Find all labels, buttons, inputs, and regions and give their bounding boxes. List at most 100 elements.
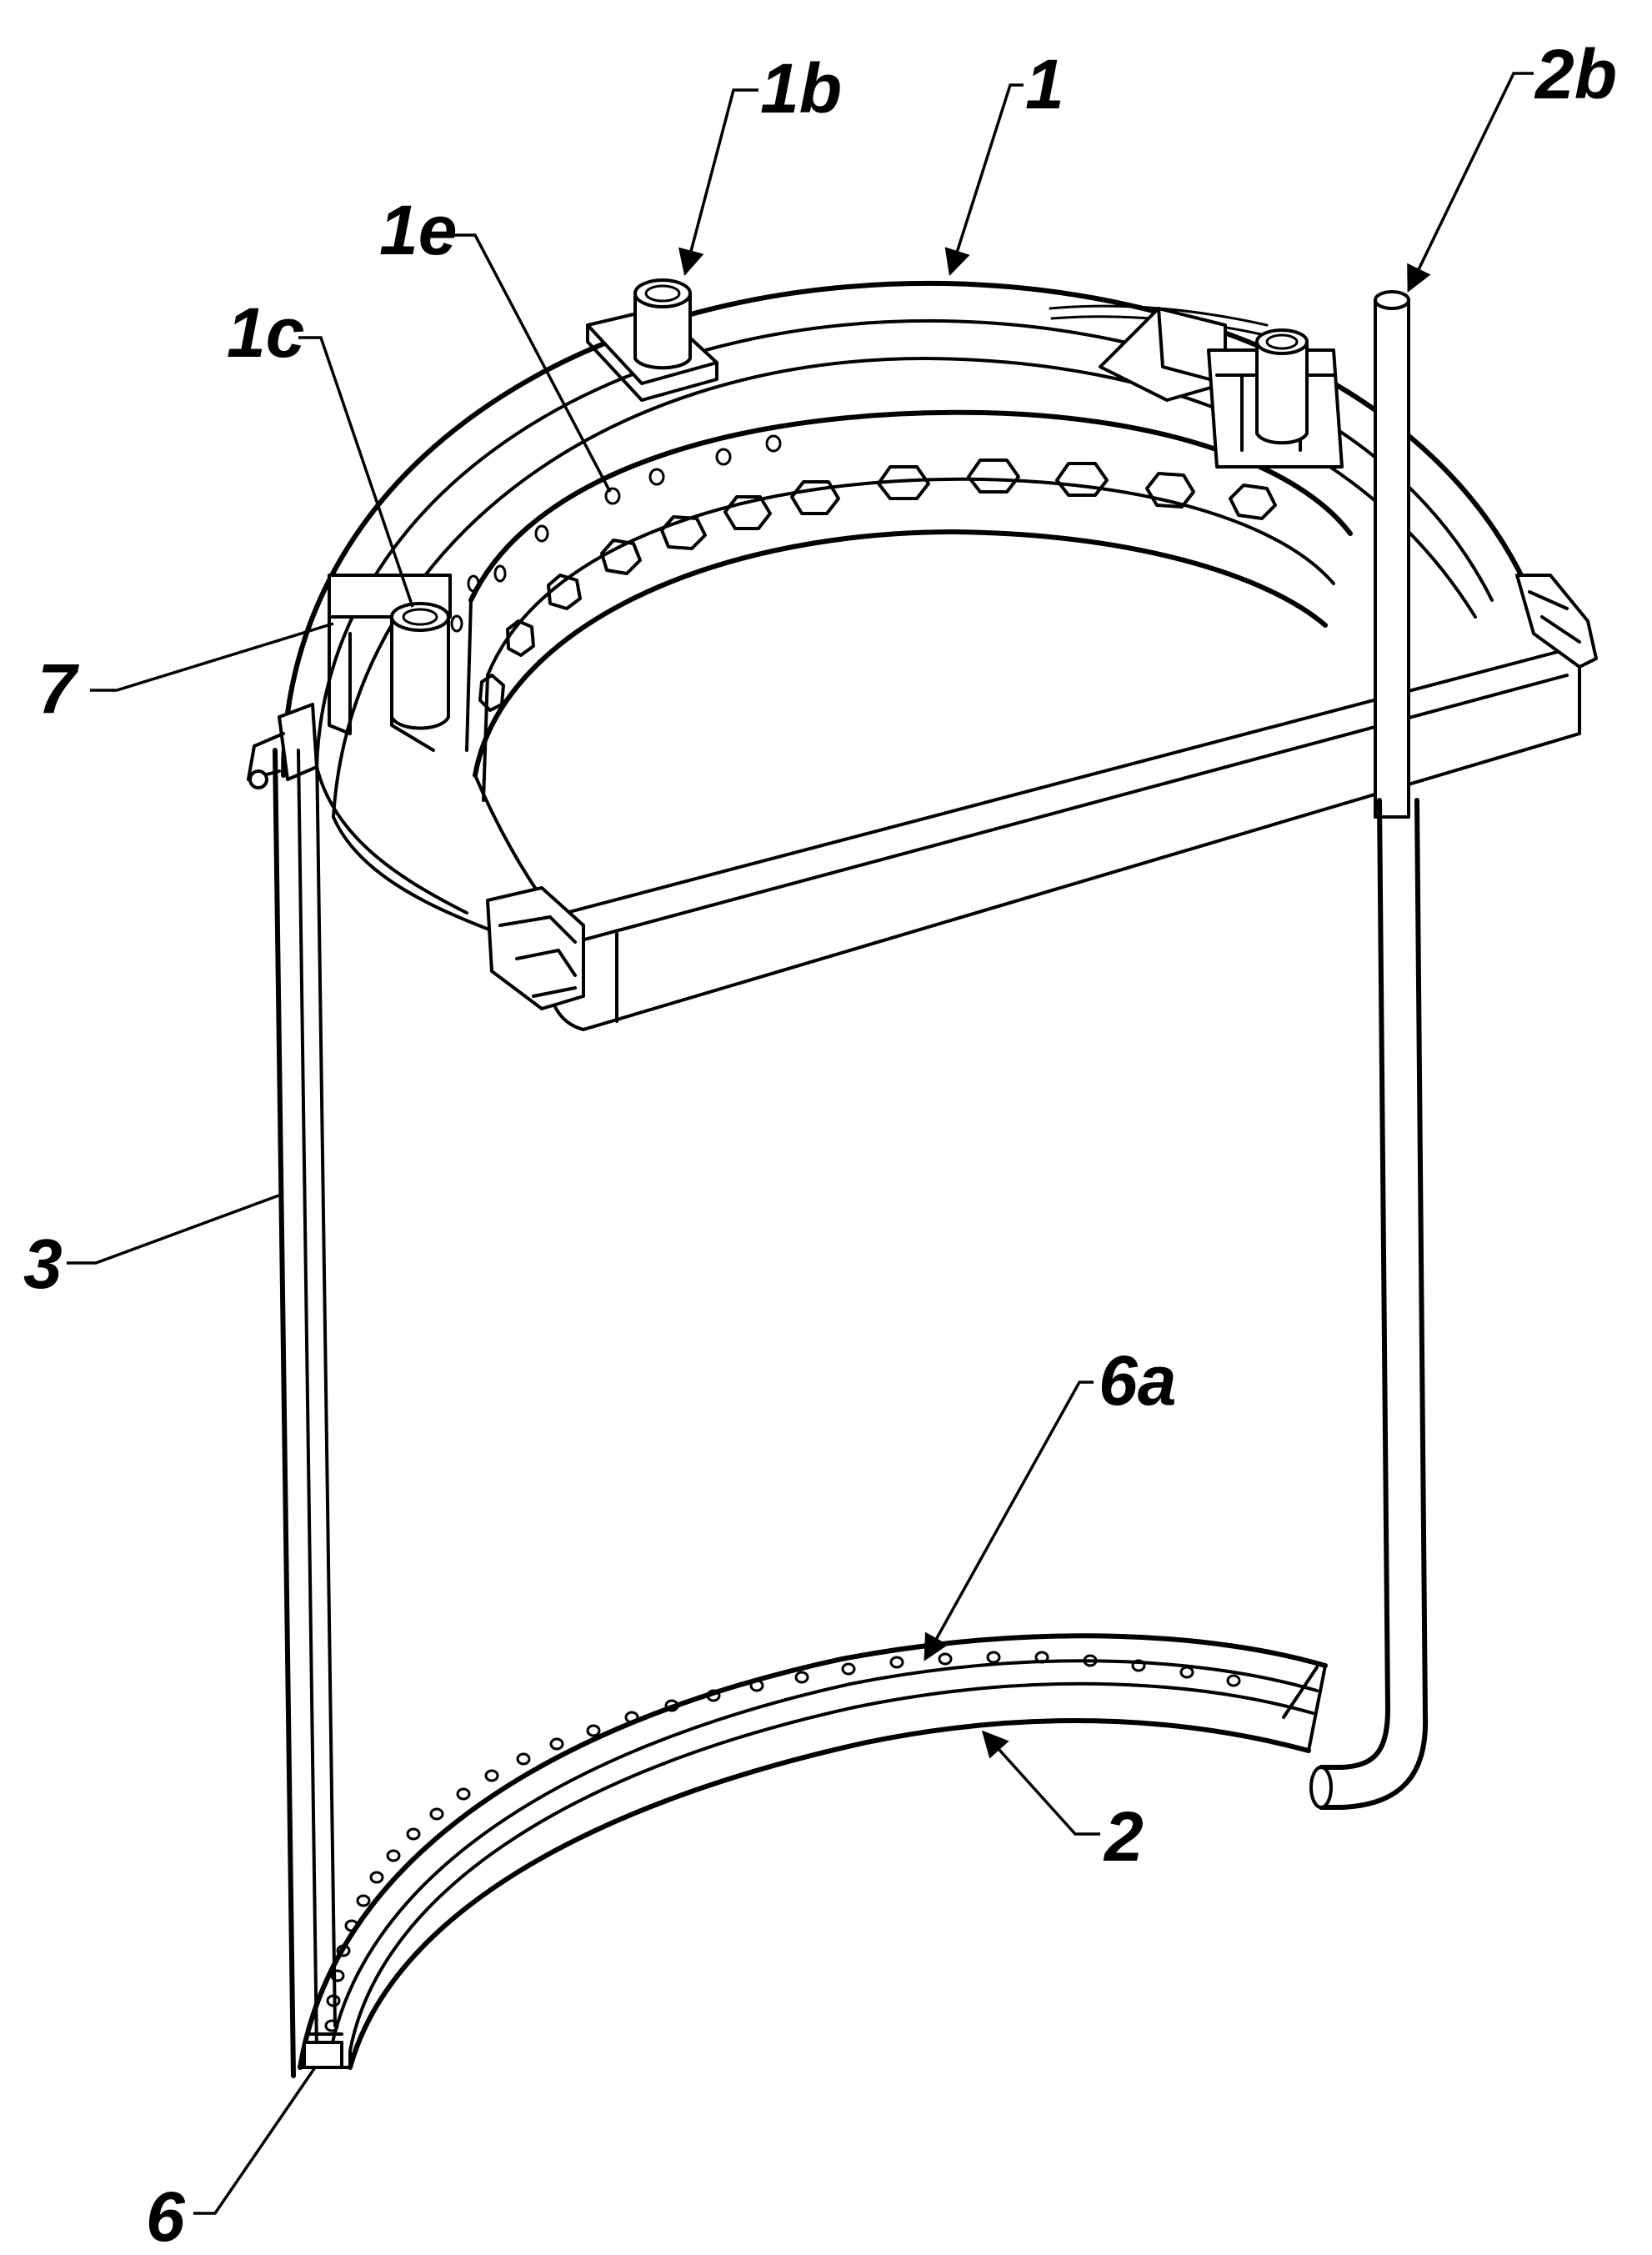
chin-hole <box>586 1724 601 1737</box>
chin-hole <box>484 1769 499 1782</box>
post-1b-top <box>633 278 692 308</box>
round-hole <box>534 524 549 543</box>
left-buckle-detail <box>498 915 577 998</box>
front-strap <box>548 644 1581 1031</box>
leader-1b <box>678 88 758 277</box>
round-hole <box>604 487 621 505</box>
post-1c-top <box>390 602 450 632</box>
round-hole <box>450 614 463 633</box>
right-buckle <box>1515 574 1598 669</box>
left-buckle-body <box>486 886 585 1010</box>
inner-band-mid-edge <box>486 477 1335 677</box>
chin-hole <box>386 1849 401 1862</box>
post-1c-top-inner <box>402 608 438 626</box>
chin-hole <box>749 1679 764 1692</box>
label-1b: 1b <box>760 49 842 128</box>
leader-1c <box>298 336 414 608</box>
chin-hole <box>1226 1674 1241 1687</box>
post-1b-base-side <box>586 323 718 402</box>
leader-2b <box>1407 72 1534 293</box>
rear-post-top <box>1255 328 1309 355</box>
right-rod-lower-left <box>1377 798 1390 1711</box>
chin-hole <box>456 1787 471 1801</box>
right-rod <box>1309 290 1429 1810</box>
leader-lines <box>67 72 1534 2215</box>
hex-hole <box>877 465 930 500</box>
chin-hole <box>549 1737 564 1751</box>
hex-hole <box>1229 484 1277 520</box>
post-1c-cylinder <box>390 615 450 730</box>
hex-hole <box>790 480 840 515</box>
hex-hole <box>478 674 505 712</box>
chin-hole <box>324 2019 339 2032</box>
reference-labels: 1b 1 2b 1e 1c 7 3 6a 2 6 <box>23 35 1617 2255</box>
right-rod-lower-right <box>1414 798 1428 1720</box>
outer-rim-left-down <box>315 765 502 935</box>
label-1c: 1c <box>227 293 304 372</box>
chin-hole <box>326 1994 341 2007</box>
rear-block-edge <box>1157 307 1227 385</box>
side-clamp-pin <box>248 769 268 789</box>
rear-post <box>1255 328 1309 445</box>
outer-rim-inner-edge <box>315 318 1494 769</box>
hex-hole <box>506 619 535 657</box>
post-1b-top-inner <box>644 284 681 303</box>
chin-hole <box>706 1689 721 1702</box>
inner-band-bottom-edge <box>473 529 1328 778</box>
chin-guard-foot <box>303 2041 343 2069</box>
chin-hole <box>330 1969 345 1982</box>
chin-hole <box>624 1711 639 1724</box>
hex-hole <box>547 574 582 610</box>
headband-assembly <box>281 278 1598 1031</box>
chin-hole <box>1034 1651 1049 1664</box>
leader-3 <box>67 1192 284 1265</box>
left-rod <box>273 748 337 2078</box>
right-rod-end <box>1309 1766 1333 1809</box>
side-clamp <box>247 703 318 789</box>
round-hole <box>493 564 507 583</box>
leader-6 <box>193 2067 317 2215</box>
right-rod-top <box>1374 298 1410 819</box>
post-1b <box>586 278 718 402</box>
chin-hole <box>986 1651 1001 1664</box>
chin-hole <box>516 1752 531 1766</box>
right-buckle-body <box>1515 574 1598 669</box>
chin-hole <box>356 1894 371 1907</box>
hex-hole <box>660 515 707 550</box>
round-hole <box>765 434 782 453</box>
rear-post-top-inner <box>1265 333 1299 350</box>
chin-guard-lower-edge <box>348 1717 1311 2070</box>
round-hole <box>715 448 732 466</box>
leader-6a <box>924 1381 1094 1661</box>
chin-hole <box>1131 1659 1146 1672</box>
label-2: 2 <box>1103 1797 1144 1876</box>
right-rod-cap <box>1374 290 1410 310</box>
hex-hole <box>967 459 1020 494</box>
label-1e: 1e <box>379 191 457 269</box>
left-rod-outer <box>273 748 296 2078</box>
right-buckle-detail <box>1528 590 1581 644</box>
hex-hole <box>1145 472 1195 509</box>
left-buckle <box>486 886 585 1010</box>
chin-hole <box>344 1919 359 1932</box>
left-rod-back <box>315 749 337 2027</box>
chin-hole <box>336 1944 351 1957</box>
chin-guard-outer-edge <box>298 1633 1328 2070</box>
leader-1 <box>944 83 1024 277</box>
label-1: 1 <box>1025 45 1064 123</box>
chin-hole <box>1083 1654 1098 1667</box>
hex-holes <box>478 459 1277 712</box>
right-rod-elbow-inner <box>1319 1706 1390 1770</box>
label-6: 6 <box>146 2177 186 2255</box>
label-2b: 2b <box>1534 35 1617 113</box>
inner-band-left-end <box>465 599 489 802</box>
right-rod-elbow-outer <box>1319 1715 1429 1810</box>
chin-guard <box>298 1633 1328 2070</box>
chin-hole <box>1179 1666 1194 1679</box>
chin-guard-inner-top <box>328 1659 1319 2061</box>
rear-post-cylinder <box>1255 340 1309 445</box>
label-6a: 6a <box>1099 1341 1176 1420</box>
round-holes-row <box>450 434 782 633</box>
post-1b-cylinder <box>633 292 692 370</box>
